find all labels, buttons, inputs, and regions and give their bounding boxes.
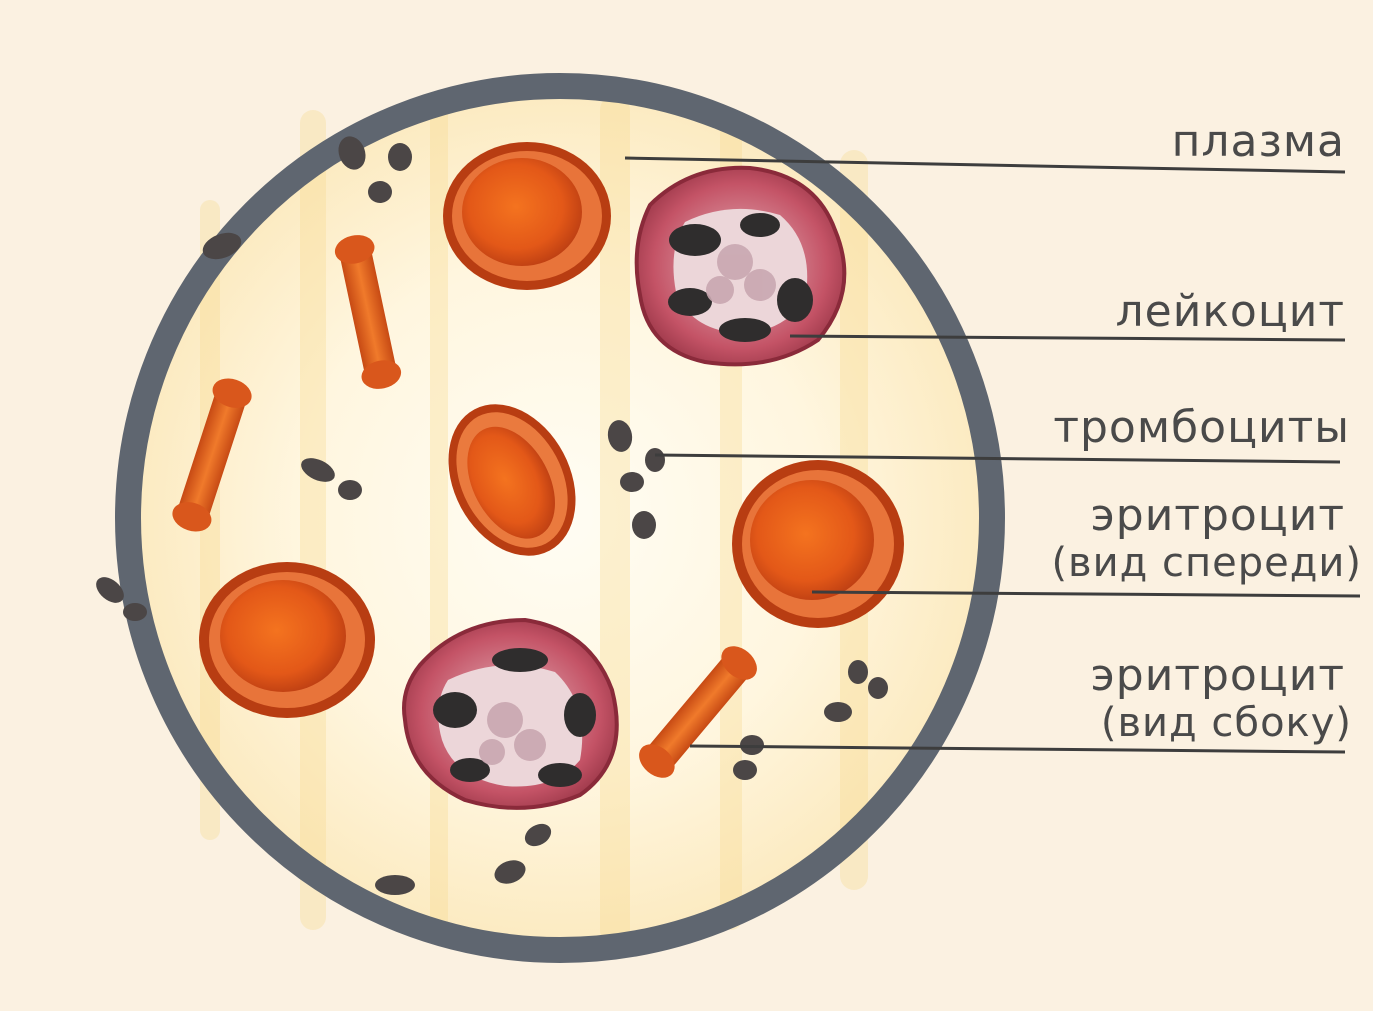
erythrocyte-front-2: [732, 460, 904, 628]
label-erythrocyte-side-line1: эритроцит: [1091, 650, 1345, 701]
label-erythrocyte-front-line2: (вид спереди): [1051, 540, 1362, 586]
erythrocyte-front-1: [443, 142, 611, 290]
label-erythrocyte-side-line2: (вид сбоку): [1101, 700, 1352, 746]
label-plasma: плазма: [1172, 116, 1345, 167]
erythrocyte-front-3: [199, 562, 375, 718]
label-erythrocyte-front-line1: эритроцит: [1091, 490, 1345, 541]
label-leukocyte: лейкоцит: [1116, 286, 1345, 337]
label-platelets: тромбоциты: [1053, 402, 1350, 453]
leukocyte-2: [404, 620, 617, 808]
